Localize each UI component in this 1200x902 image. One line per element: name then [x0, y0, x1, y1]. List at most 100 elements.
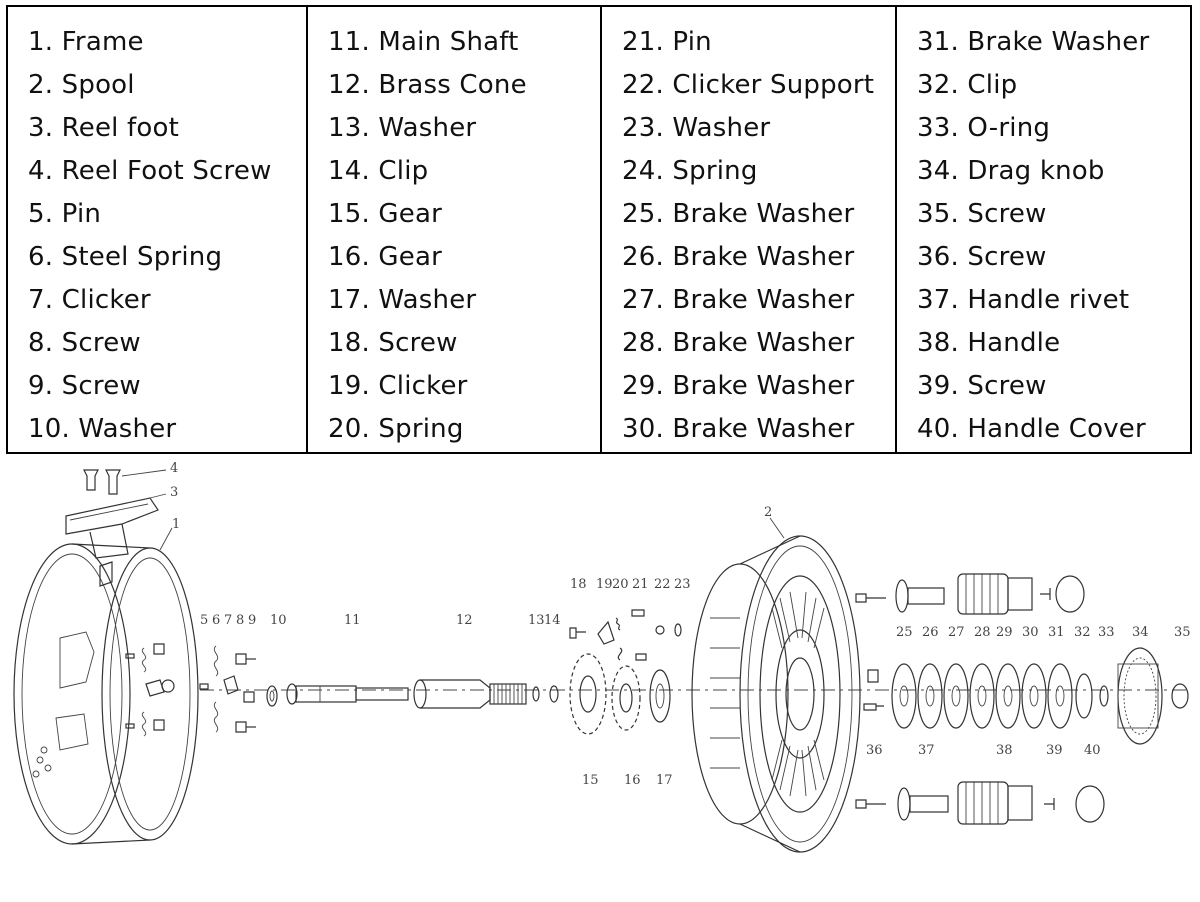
part-entry: 15. Gear [328, 199, 442, 229]
callout-number: 32 [1074, 625, 1091, 640]
washer-and-clip [532, 685, 559, 703]
part-entry: 18. Screw [328, 328, 458, 358]
part-entry: 7. Clicker [28, 285, 151, 315]
part-entry: 16. Gear [328, 242, 442, 272]
part-entry: 32. Clip [917, 70, 1018, 100]
part-entry: 17. Washer [328, 285, 477, 315]
part-entry: 4. Reel Foot Screw [28, 156, 272, 186]
reel-foot-screws [83, 469, 121, 495]
callout-number: 5 [200, 613, 208, 628]
parts-column-4: 31. Brake Washer 32. Clip 33. O-ring 34. Dr… [897, 7, 1190, 452]
parts-column-2: 11. Main Shaft 12. Brass Cone 13. Washer 14… [308, 7, 602, 452]
callout-number: 1 [172, 517, 180, 532]
part-entry: 11. Main Shaft [328, 27, 519, 57]
part-entry: 28. Brake Washer [622, 328, 855, 358]
part-entry: 25. Brake Washer [622, 199, 855, 229]
callout-number: 20 [612, 577, 629, 592]
part-entry: 12. Brass Cone [328, 70, 527, 100]
callout-number: 28 [974, 625, 991, 640]
callout-number: 23 [674, 577, 691, 592]
part-entry: 37. Handle rivet [917, 285, 1130, 315]
callout-number: 2 [764, 505, 772, 520]
part-entry: 20. Spring [328, 414, 464, 444]
callout-number: 8 [236, 613, 244, 628]
main-shaft [286, 683, 409, 705]
callout-number: 34 [1132, 625, 1149, 640]
part-entry: 9. Screw [28, 371, 141, 401]
callout-number: 16 [624, 773, 641, 788]
part-entry: 35. Screw [917, 199, 1047, 229]
callout-number: 22 [654, 577, 671, 592]
callout-number: 14 [544, 613, 561, 628]
part-entry: 26. Brake Washer [622, 242, 855, 272]
part-entry: 31. Brake Washer [917, 27, 1150, 57]
lower-handle-assembly [855, 781, 1105, 825]
part-entry: 10. Washer [28, 414, 177, 444]
part-entry: 40. Handle Cover [917, 414, 1146, 444]
callout-number: 39 [1046, 743, 1063, 758]
callout-number: 33 [1098, 625, 1115, 640]
callout-number: 7 [224, 613, 232, 628]
part-entry: 1. Frame [28, 27, 144, 57]
callout-number: 30 [1022, 625, 1039, 640]
callout-number: 15 [582, 773, 599, 788]
callout-number: 21 [632, 577, 649, 592]
part-entry: 30. Brake Washer [622, 414, 855, 444]
callout-leaders [121, 469, 785, 551]
part-entry: 38. Handle [917, 328, 1061, 358]
callout-number: 11 [344, 613, 361, 628]
gears [569, 653, 641, 735]
frame [13, 543, 199, 845]
part-entry: 36. Screw [917, 242, 1047, 272]
callout-number: 17 [656, 773, 673, 788]
callout-number: 31 [1048, 625, 1065, 640]
callout-number: 35 [1174, 625, 1191, 640]
callout-number: 36 [866, 743, 883, 758]
callout-number: 29 [996, 625, 1013, 640]
part-entry: 27. Brake Washer [622, 285, 855, 315]
upper-handle-assembly [855, 573, 1085, 615]
callout-number: 9 [248, 613, 256, 628]
callout-number: 19 [596, 577, 613, 592]
diagram-canvas: 1234567891011121314151617181920212223252… [13, 461, 1191, 853]
part-entry: 23. Washer [622, 113, 771, 143]
callout-number: 26 [922, 625, 939, 640]
part-entry: 5. Pin [28, 199, 102, 229]
part-entry: 24. Spring [622, 156, 758, 186]
part-entry: 2. Spool [28, 70, 135, 100]
part-entry: 6. Steel Spring [28, 242, 223, 272]
brass-cone [413, 679, 527, 709]
part-entry: 34. Drag knob [917, 156, 1105, 186]
callout-number: 3 [170, 485, 178, 500]
drag-knob [1117, 647, 1189, 745]
part-entry: 8. Screw [28, 328, 141, 358]
spool [691, 535, 861, 853]
part-entry: 29. Brake Washer [622, 371, 855, 401]
part-entry: 3. Reel foot [28, 113, 180, 143]
small-parts-5-10 [199, 645, 278, 733]
callout-number: 40 [1084, 743, 1101, 758]
part-entry: 39. Screw [917, 371, 1047, 401]
parts-column-1: 1. Frame 2. Spool 3. Reel foot 4. Reel Foot… [8, 7, 308, 452]
callout-number: 4 [170, 461, 178, 476]
parts-list-table: 1. Frame 2. Spool 3. Reel foot 4. Reel Foot… [6, 5, 1192, 454]
part-entry: 22. Clicker Support [622, 70, 875, 100]
callout-number: 27 [948, 625, 965, 640]
callout-number: 25 [896, 625, 913, 640]
callout-number: 10 [270, 613, 287, 628]
part-entry: 13. Washer [328, 113, 477, 143]
callout-number: 12 [456, 613, 473, 628]
washer-17 [649, 669, 671, 723]
callout-number: 6 [212, 613, 220, 628]
callout-number: 37 [918, 743, 935, 758]
part-entry: 14. Clip [328, 156, 429, 186]
callout-number: 13 [528, 613, 545, 628]
brake-washer-stack [863, 663, 1109, 729]
callout-number: 18 [570, 577, 587, 592]
small-parts-18-23 [569, 609, 682, 661]
part-entry: 33. O-ring [917, 113, 1051, 143]
part-entry: 19. Clicker [328, 371, 468, 401]
